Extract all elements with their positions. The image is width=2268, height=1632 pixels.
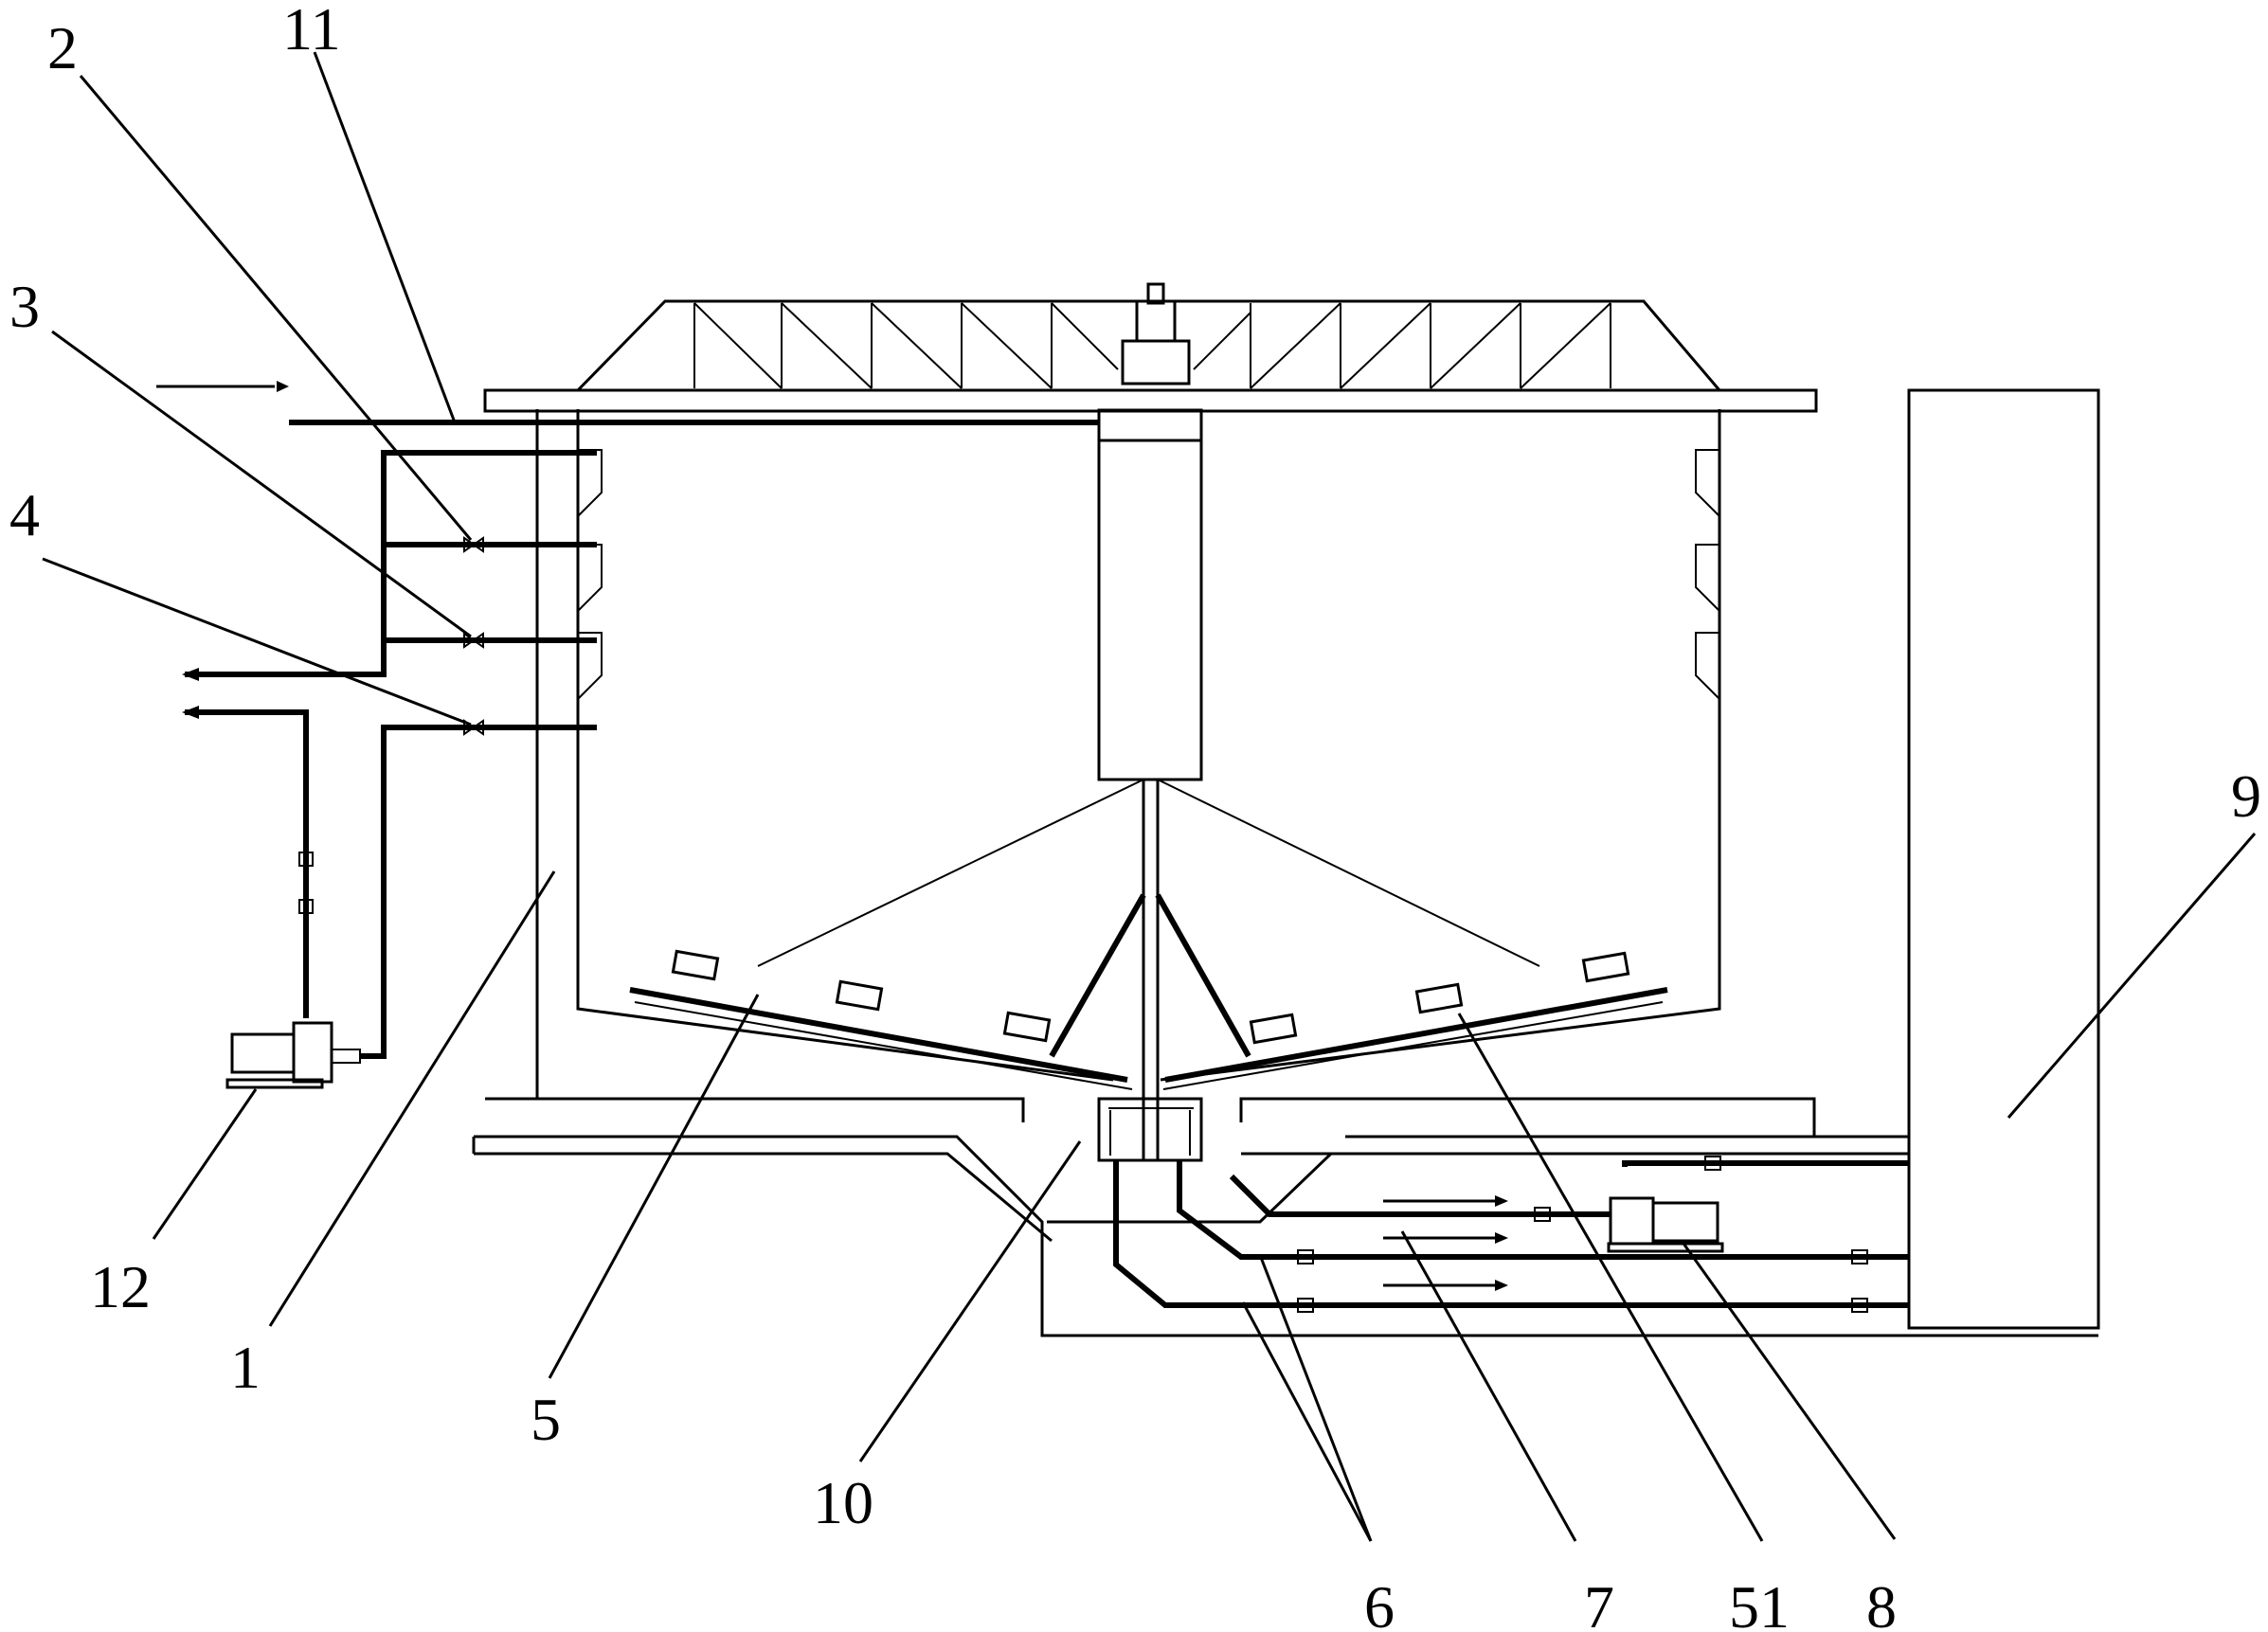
label-2: 2 <box>47 14 78 81</box>
label-11: 11 <box>282 0 341 63</box>
leader-lines <box>42 51 2257 1542</box>
label-12: 12 <box>90 1253 151 1320</box>
label-6: 6 <box>1364 1573 1395 1632</box>
foundation <box>472 1097 2098 1337</box>
label-8: 8 <box>1866 1573 1897 1632</box>
label-4: 4 <box>9 481 40 548</box>
label-10: 10 <box>813 1469 873 1536</box>
label-51: 51 <box>1729 1573 1790 1632</box>
settling-tank <box>535 408 1721 1160</box>
left-pipes <box>156 381 1099 1089</box>
right-pipes <box>1113 1156 1909 1313</box>
label-7: 7 <box>1584 1573 1614 1632</box>
label-3: 3 <box>9 273 40 340</box>
label-9: 9 <box>2231 762 2261 830</box>
tank-9 <box>1907 388 2100 1330</box>
truss-bridge <box>483 282 1818 413</box>
label-1: 1 <box>230 1334 261 1401</box>
reference-labels: 2 11 3 4 12 1 5 10 6 7 51 8 9 <box>9 0 2261 1632</box>
label-5: 5 <box>531 1386 561 1453</box>
